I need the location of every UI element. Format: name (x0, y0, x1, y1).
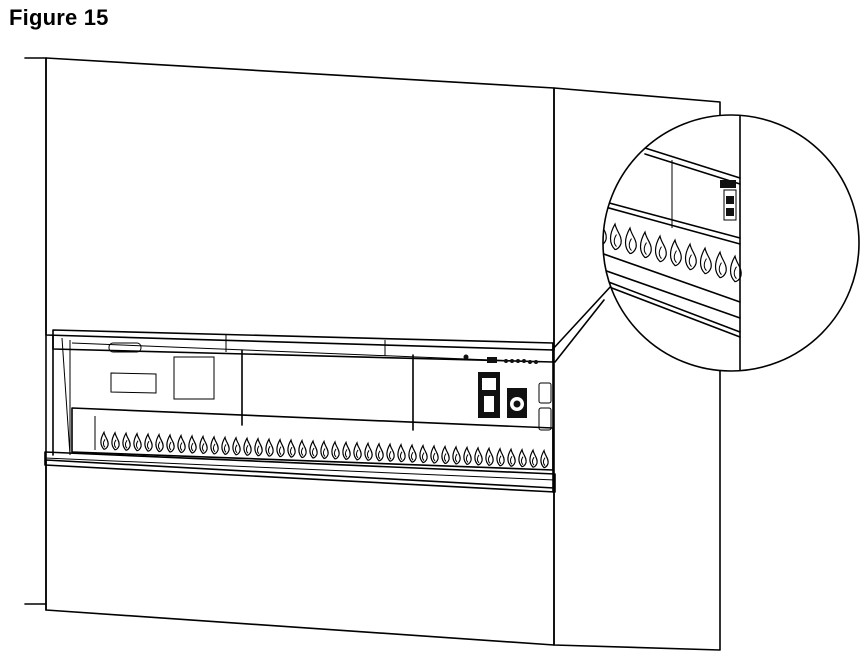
firebox (44, 329, 556, 493)
figure-title: Figure 15 (9, 5, 109, 30)
wall-panels (24, 57, 721, 651)
flame-logs-icon (100, 430, 549, 469)
control-panel-icon (463, 354, 552, 431)
magnifier-detail-icon (551, 114, 860, 372)
